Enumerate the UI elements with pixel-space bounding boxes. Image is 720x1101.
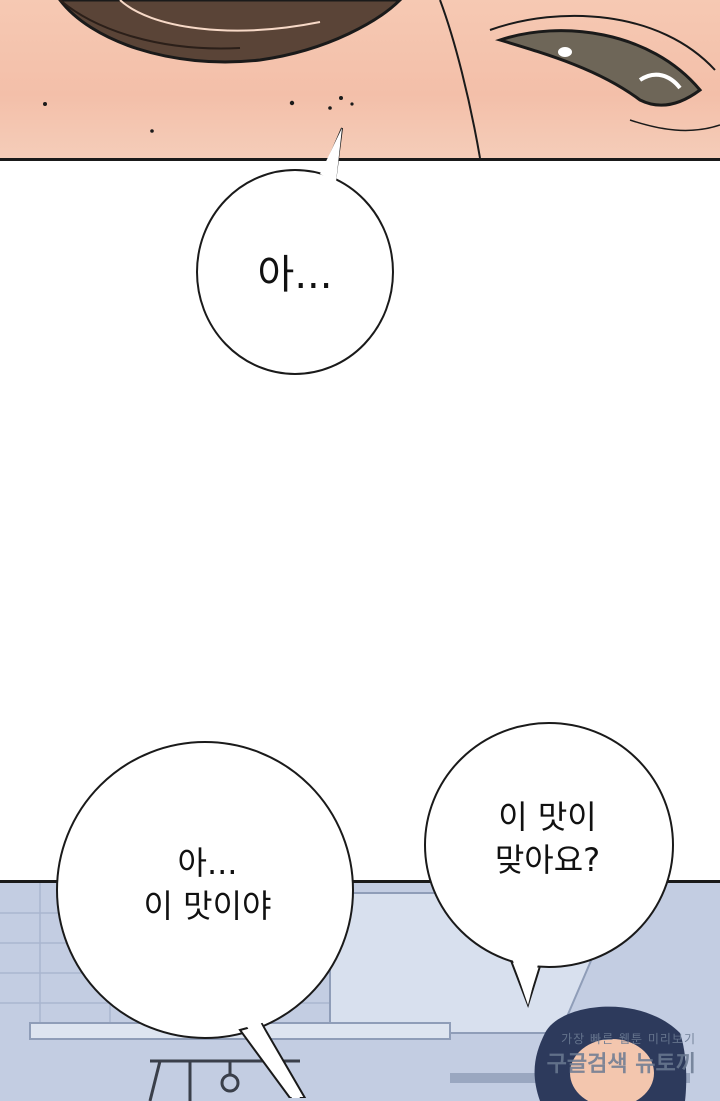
speech-text-3: 이 맛이 맞아요? [455, 796, 640, 882]
speech-text-1-line: 아... [257, 252, 333, 298]
speech-text-2: 아... 이 맛이야 [110, 842, 305, 928]
speech-text-2-line-1: 아... [177, 844, 238, 882]
speech-text-3-line-2: 맞아요? [494, 841, 601, 880]
speech-text-3-line-1: 이 맛이 [498, 798, 597, 836]
top-comic-panel [0, 0, 720, 161]
face-closeup-art [43, 0, 720, 158]
speech-text-1: 아... [215, 248, 375, 302]
speech-text-2-line-2: 이 맛이야 [143, 887, 272, 926]
speech-bubble-1 [196, 127, 394, 375]
watermark-site-name: 구글검색 뉴토끼 [546, 1052, 696, 1077]
speech-bubble-3 [424, 722, 674, 1009]
speech-bubble-2 [56, 741, 354, 1098]
watermark-tagline: 가장 빠른 웹툰 미리보기 [561, 1032, 696, 1046]
